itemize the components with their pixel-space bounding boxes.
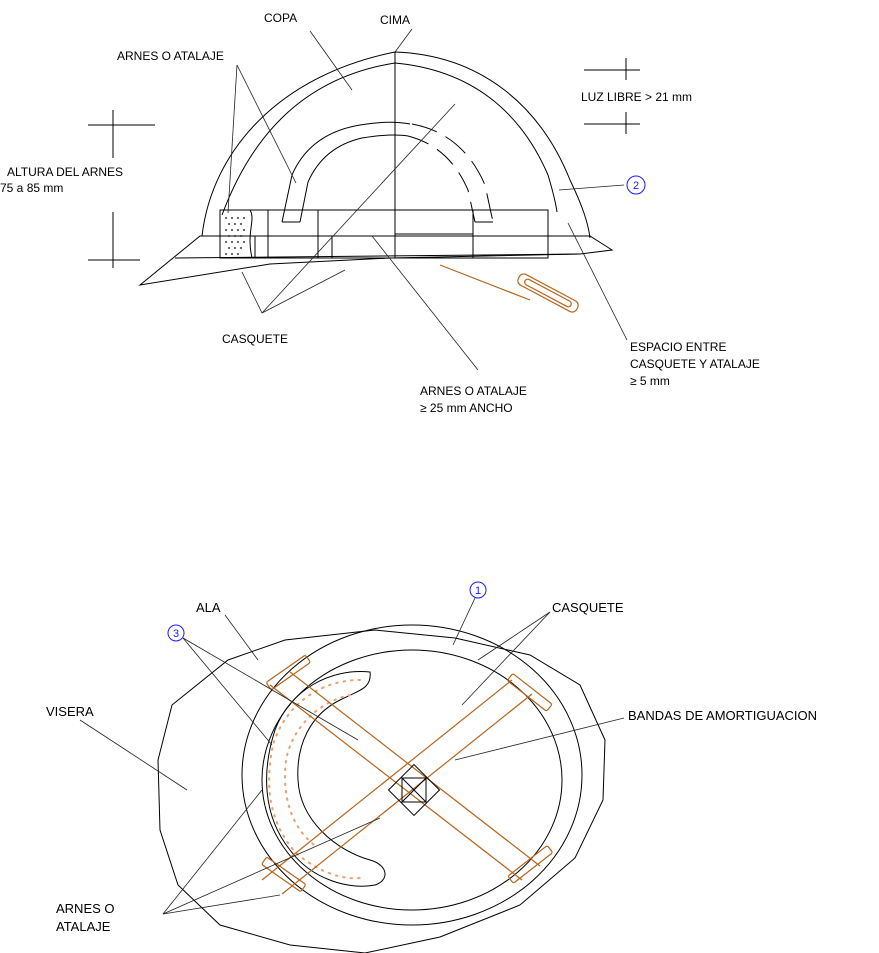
- marker-1: 1: [475, 585, 481, 597]
- marker-2: 2: [633, 180, 639, 192]
- leader-arnes-top: [162, 894, 281, 915]
- harness-arch-dashed-inner: [407, 135, 476, 223]
- side-view: COPA CIMA ARNES O ATALAJE LUZ LIBRE > 21…: [0, 11, 760, 415]
- label-bandas: BANDAS DE AMORTIGUACION: [628, 708, 817, 723]
- label-casquete-side: CASQUETE: [222, 332, 288, 346]
- label-arnes-bottom-1: ARNES O ATALAJE: [420, 384, 527, 398]
- strap-clip: [261, 857, 306, 892]
- label-ala: ALA: [196, 600, 221, 615]
- leader-casquete-1: [477, 611, 551, 661]
- leader-marker-3: [182, 637, 273, 746]
- strap-clip: [507, 673, 552, 712]
- harness-arch-outer: [281, 121, 411, 223]
- strap-a-2: [289, 671, 541, 867]
- label-espacio-2: CASQUETE Y ATALAJE: [630, 357, 760, 371]
- shell-inner: [221, 62, 558, 216]
- label-arnes-top-1: ARNES O: [56, 901, 115, 916]
- strap-clip: [508, 845, 553, 884]
- padding-dots: [225, 217, 245, 255]
- label-copa: COPA: [264, 11, 297, 25]
- leader-marker-2: [558, 184, 625, 191]
- harness-inner-outline: [266, 671, 386, 887]
- label-espacio-1: ESPACIO ENTRE: [630, 340, 726, 354]
- leader-arnes: [236, 64, 297, 184]
- chin-strap: [439, 264, 531, 301]
- leader-cima: [394, 28, 413, 53]
- harness-arch-inner: [299, 134, 409, 223]
- shell-outer-ring: [241, 624, 583, 926]
- harness-arch-dashed: [411, 123, 494, 223]
- suspension-straps: [261, 655, 553, 895]
- strap-b-2: [281, 693, 533, 895]
- strap-center-square: [401, 777, 427, 803]
- leader-copa: [309, 30, 353, 91]
- label-arnes-bottom-2: ≥ 25 mm ANCHO: [420, 401, 513, 415]
- leader-espacio: [567, 222, 628, 341]
- harness-padding-dots: [268, 679, 361, 880]
- strap-center-diamond: [387, 763, 441, 817]
- leader-arnes-top: [162, 817, 381, 915]
- label-casquete-top: CASQUETE: [552, 600, 624, 615]
- leader-casquete-2: [461, 611, 551, 706]
- leader-marker-3: [182, 637, 359, 741]
- label-altura-1: ALTURA DEL ARNES: [7, 165, 123, 179]
- padding-edge: [249, 209, 253, 259]
- label-espacio-3: ≥ 5 mm: [630, 374, 670, 388]
- strap-b-1: [261, 679, 513, 881]
- leader-visera: [79, 719, 188, 791]
- brim: [138, 235, 614, 286]
- brim-line: [174, 253, 581, 259]
- leader-arnes: [227, 64, 238, 214]
- leader-ala: [224, 614, 259, 661]
- label-arnes-top-2: ATALAJE: [56, 919, 111, 934]
- chin-strap-slot: [524, 278, 572, 308]
- label-visera: VISERA: [46, 704, 94, 719]
- marker-3-circle: [167, 624, 185, 642]
- leader-arnes-bottom: [371, 235, 479, 371]
- leader-casquete: [261, 269, 346, 314]
- label-altura-2: 75 a 85 mm: [0, 181, 63, 195]
- harness-band: [219, 209, 549, 259]
- chin-strap-buckle: [517, 273, 579, 313]
- leader-casquete: [261, 103, 456, 314]
- label-arnes-top: ARNES O ATALAJE: [117, 49, 224, 63]
- marker-3: 3: [173, 628, 179, 640]
- leader-bandas: [454, 717, 625, 761]
- leader-arnes-top: [162, 789, 263, 915]
- harness-padding-dots-2: [284, 694, 351, 849]
- brim-outline: [157, 629, 606, 953]
- band-tab: [254, 235, 269, 259]
- leader-marker-1: [452, 597, 476, 646]
- marker-1-circle: [469, 581, 487, 599]
- shell-inner-ring: [261, 649, 563, 911]
- strap-clip: [266, 655, 311, 690]
- marker-2-circle: [626, 175, 646, 195]
- label-cima: CIMA: [380, 13, 410, 27]
- leader-casquete: [241, 271, 263, 314]
- label-luz-libre: LUZ LIBRE > 21 mm: [581, 90, 692, 104]
- top-view: ALA CASQUETE VISERA BANDAS DE AMORTIGUAC…: [46, 581, 817, 953]
- band-tab: [317, 235, 333, 259]
